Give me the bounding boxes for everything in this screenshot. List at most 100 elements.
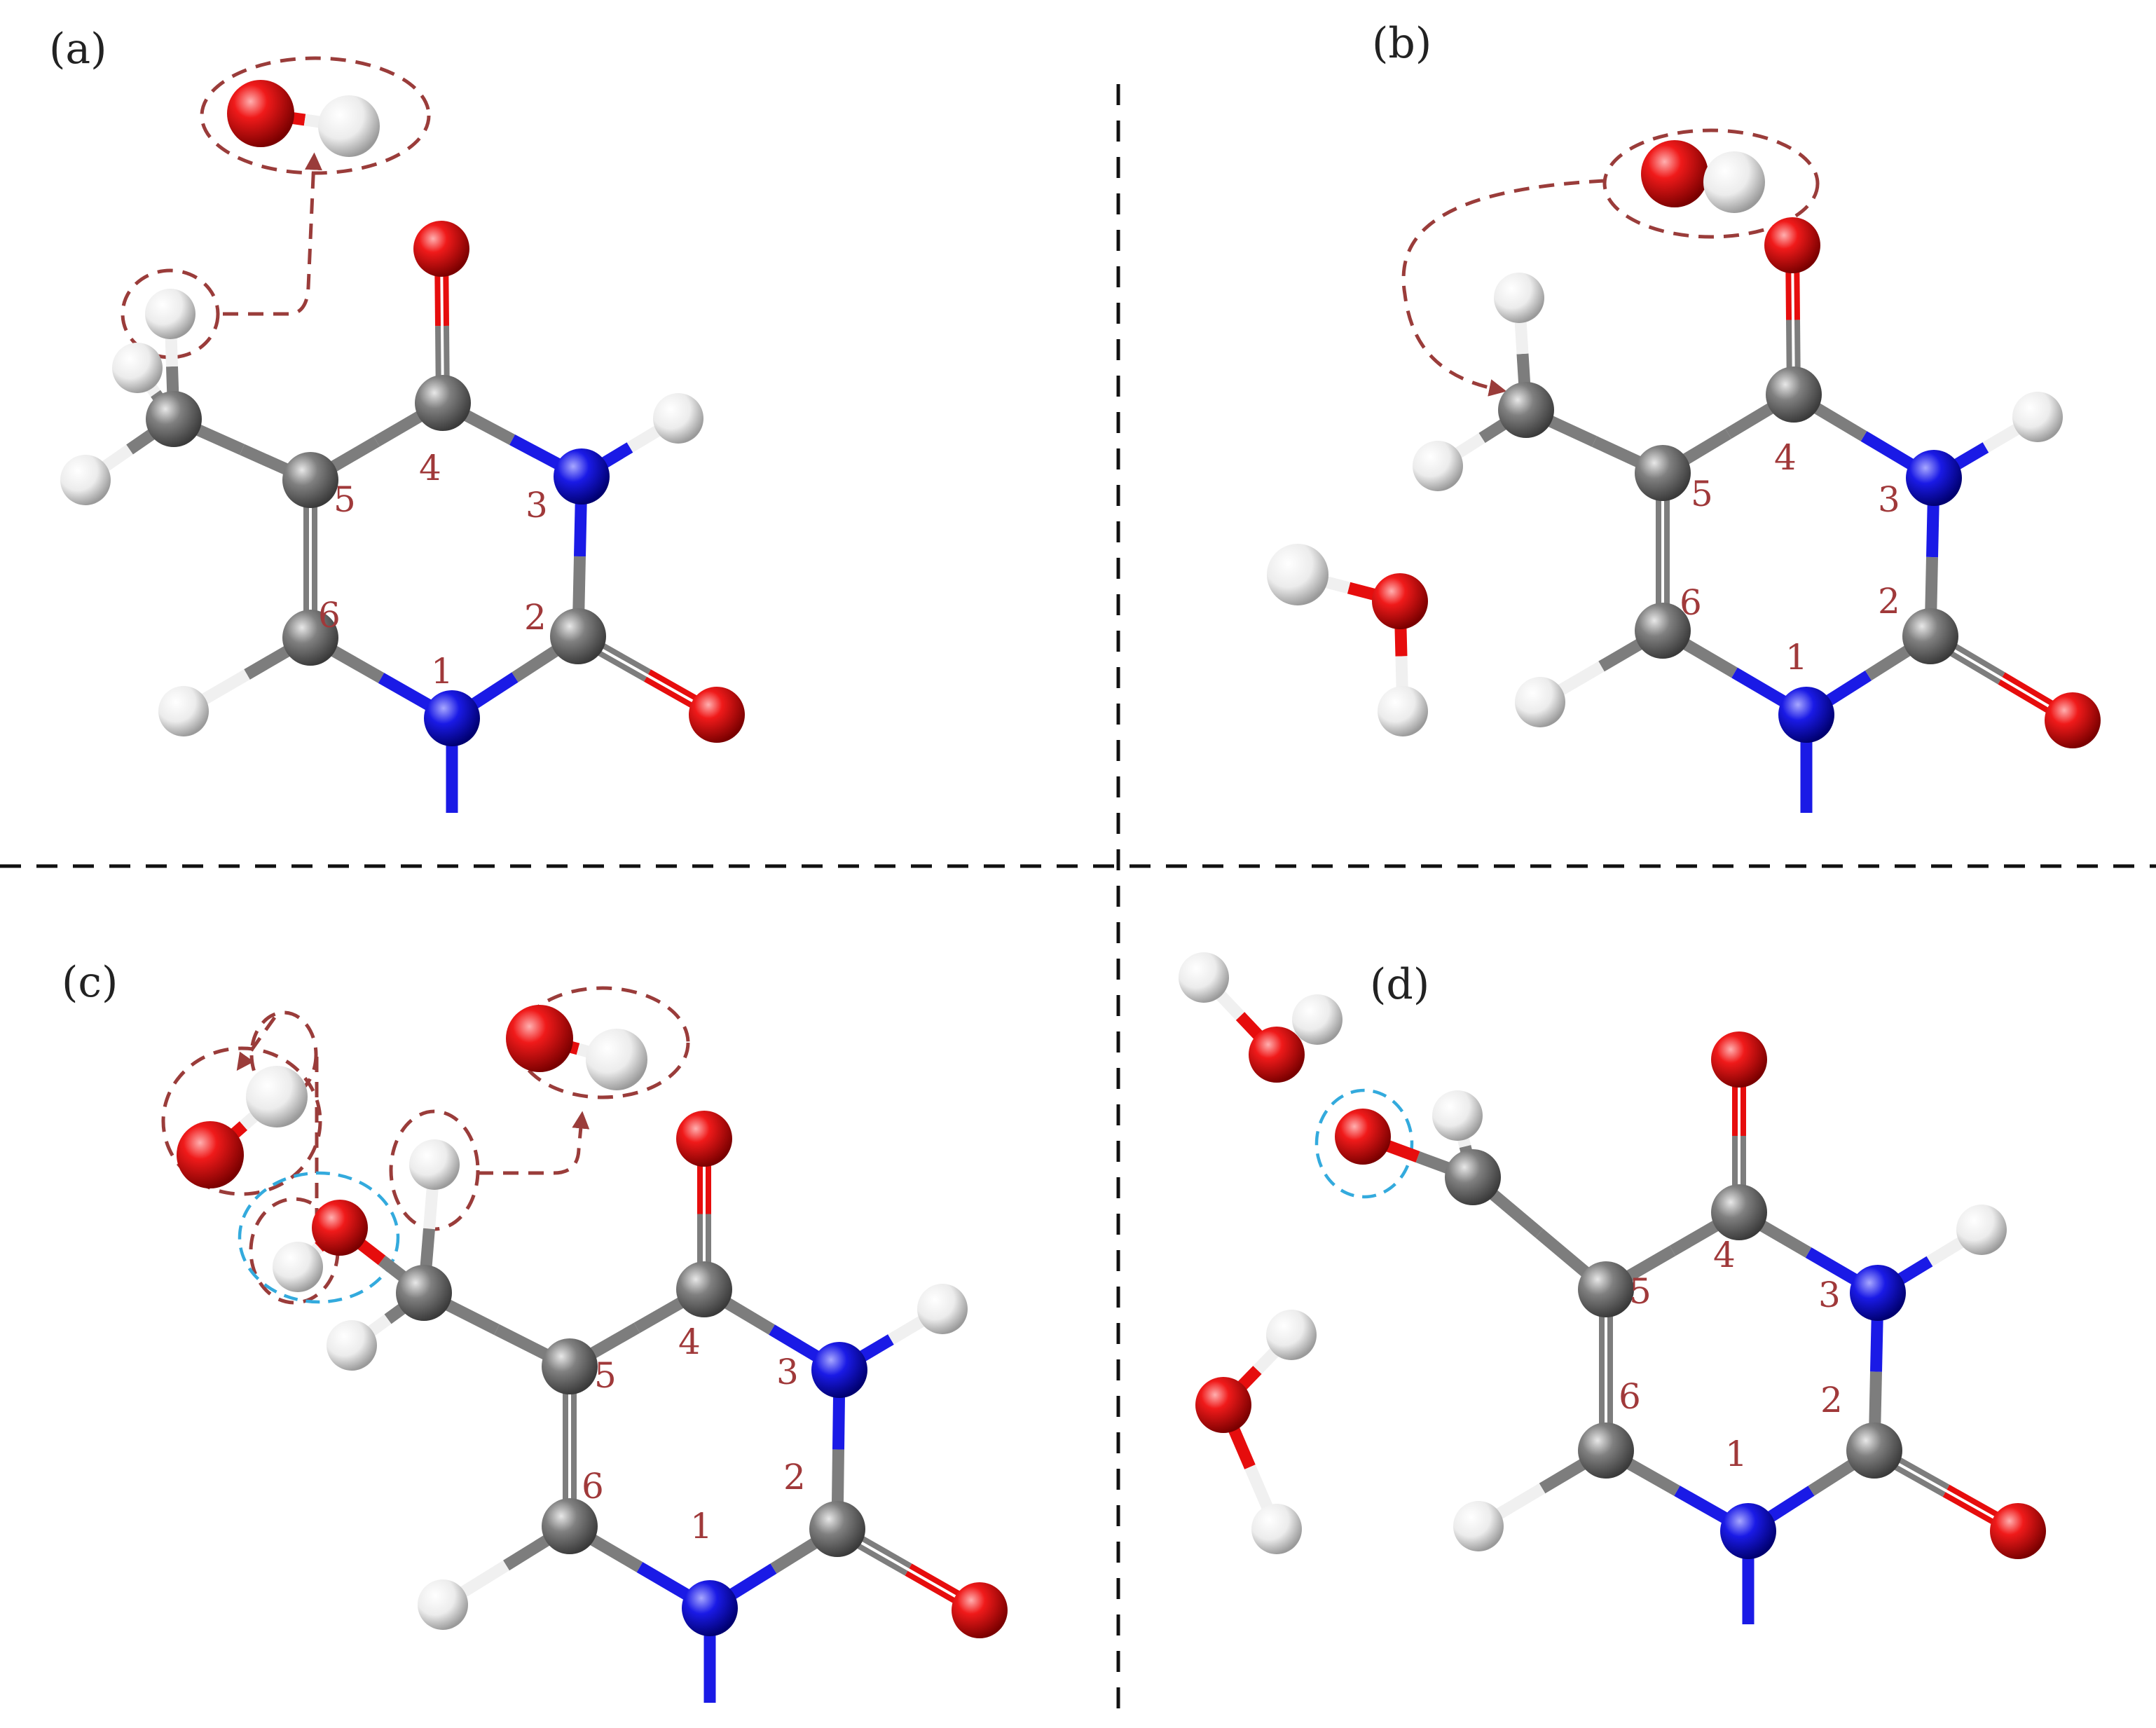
a-num-4: 4 bbox=[419, 448, 441, 488]
d-hydrogen-atom-HW1b bbox=[1292, 994, 1343, 1045]
a-hydrogen-atom-HR bbox=[318, 95, 380, 157]
d-hydrogen-atom-HW2a bbox=[1266, 1310, 1317, 1360]
d-hydrogen-atom-HW2b bbox=[1251, 1504, 1302, 1554]
c-oh-radical-ring bbox=[515, 986, 690, 1099]
a-abstraction-arrow bbox=[223, 152, 322, 316]
a-methyl-h-ring bbox=[121, 268, 220, 359]
c-oxygen-atom-OR bbox=[506, 1005, 573, 1072]
b-hydrogen-atom-H6 bbox=[1515, 677, 1565, 727]
c-num-6: 6 bbox=[582, 1466, 604, 1507]
d-oxygen-atom-O4 bbox=[1711, 1031, 1767, 1088]
a-num-2: 2 bbox=[524, 597, 547, 638]
d-num-5: 5 bbox=[1629, 1271, 1652, 1312]
b-oxygen-atom-O2 bbox=[2045, 692, 2101, 748]
d-carbon-atom-CM bbox=[1445, 1149, 1501, 1205]
c-hydrogen-atom-HOH bbox=[273, 1242, 323, 1292]
d-hydrogen-atom-H3 bbox=[1956, 1205, 2007, 1255]
a-oxygen-atom-O2 bbox=[689, 687, 745, 743]
a-num-5: 5 bbox=[334, 479, 356, 520]
b-num-1: 1 bbox=[1785, 637, 1808, 678]
b-carbon-atom-C2 bbox=[1902, 608, 1958, 664]
d-carbon-atom-C2 bbox=[1846, 1422, 1902, 1479]
a-carbon-atom-C4 bbox=[415, 375, 471, 431]
d-num-6: 6 bbox=[1619, 1376, 1641, 1417]
c-hydrogen-atom-HM1 bbox=[327, 1320, 377, 1371]
c-num-1: 1 bbox=[690, 1506, 713, 1547]
a-oxygen-atom-OR bbox=[227, 80, 294, 147]
b-carbon-atom-CM bbox=[1498, 382, 1554, 438]
d-hydrogen-atom-HM bbox=[1432, 1090, 1483, 1141]
a-hydrogen-atom-HM1 bbox=[60, 455, 111, 505]
d-num-1: 1 bbox=[1725, 1434, 1748, 1474]
a-carbon-atom-CM bbox=[146, 391, 202, 447]
c-carbon-atom-C2 bbox=[809, 1501, 865, 1557]
c-oxygen-atom-OW bbox=[177, 1121, 244, 1188]
b-hydrogen-atom-HW2 bbox=[1378, 686, 1428, 736]
b-nitrogen-atom-N1 bbox=[1778, 687, 1834, 743]
c-arrow-to-water bbox=[236, 1016, 277, 1071]
b-hydrogen-atom-HM2 bbox=[1494, 273, 1544, 323]
c-hydrogen-atom-H3 bbox=[917, 1284, 968, 1334]
c-oxygen-atom-OH bbox=[312, 1200, 368, 1256]
b-num-4: 4 bbox=[1774, 437, 1797, 478]
bonds-layer bbox=[82, 107, 2077, 1703]
b-num-3: 3 bbox=[1878, 479, 1900, 520]
c-hydrogen-atom-H6 bbox=[418, 1579, 468, 1630]
c-hydrogen-atom-HM2 bbox=[409, 1139, 460, 1190]
a-hydrogen-atom-HM3 bbox=[145, 289, 195, 339]
a-carbon-atom-C2 bbox=[550, 608, 606, 664]
c-num-3: 3 bbox=[776, 1352, 799, 1392]
a-nitrogen-atom-N3 bbox=[554, 448, 610, 505]
b-hydrogen-atom-H3 bbox=[2012, 392, 2063, 442]
d-num-2: 2 bbox=[1820, 1380, 1843, 1420]
c-carbon-atom-C4 bbox=[676, 1261, 732, 1317]
d-carbon-atom-C5 bbox=[1578, 1261, 1634, 1317]
d-hydrogen-atom-HW1a bbox=[1179, 952, 1229, 1003]
d-nitrogen-atom-N1 bbox=[1720, 1503, 1776, 1559]
d-oxygen-atom-O2 bbox=[1990, 1503, 2046, 1559]
c-hydroxyl-highlight bbox=[238, 1171, 400, 1304]
ring-numbers-b: 1 2 3 4 5 6 bbox=[1680, 437, 1900, 678]
c-nitrogen-atom-N3 bbox=[811, 1342, 867, 1398]
annotation-layer bbox=[121, 56, 1820, 1305]
c-arrow-to-oh bbox=[478, 1111, 590, 1175]
b-carbon-atom-C4 bbox=[1766, 366, 1822, 423]
b-hydrogen-atom-HM1 bbox=[1413, 441, 1463, 491]
highlight-layer bbox=[238, 1088, 1414, 1304]
c-water-ring bbox=[161, 1046, 322, 1196]
ring-numbers-c: 1 2 3 4 5 6 bbox=[582, 1322, 806, 1547]
panel-label-b: (b) bbox=[1372, 19, 1431, 68]
c-oxygen-atom-O2 bbox=[952, 1582, 1008, 1638]
a-carbon-atom-C5 bbox=[282, 452, 338, 508]
b-oxygen-atom-O4 bbox=[1764, 217, 1820, 273]
c-carbon-atom-C6 bbox=[542, 1498, 598, 1554]
panel-label-a: (a) bbox=[49, 25, 107, 74]
c-hydrogen-atom-HW bbox=[246, 1066, 308, 1127]
ring-numbers-d: 1 2 3 4 5 6 bbox=[1619, 1235, 1843, 1474]
c-num-5: 5 bbox=[594, 1355, 617, 1396]
d-oxygen-atom-OW1 bbox=[1249, 1027, 1305, 1083]
a-num-3: 3 bbox=[526, 485, 548, 526]
c-hydrogen-atom-HR bbox=[586, 1029, 647, 1090]
b-oxygen-atom-OW bbox=[1372, 573, 1428, 629]
b-num-2: 2 bbox=[1878, 581, 1900, 622]
d-num-3: 3 bbox=[1818, 1275, 1841, 1315]
panel-labels: (a) (b) (c) (d) bbox=[49, 19, 1431, 1009]
a-oxygen-atom-O4 bbox=[413, 221, 469, 277]
quadrant-dividers bbox=[0, 84, 2156, 1724]
b-num-6: 6 bbox=[1680, 582, 1702, 623]
b-num-5: 5 bbox=[1691, 474, 1713, 514]
b-hydrogen-atom-HR bbox=[1703, 151, 1765, 213]
ring-numbers-a: 1 2 3 4 5 6 bbox=[318, 448, 548, 692]
a-hydrogen-atom-H6 bbox=[158, 686, 209, 736]
atoms-layer bbox=[60, 80, 2101, 1638]
c-carbon-atom-C5 bbox=[542, 1338, 598, 1394]
a-num-1: 1 bbox=[431, 651, 453, 692]
b-carbon-atom-C5 bbox=[1635, 445, 1691, 501]
b-hydrogen-atom-HW1 bbox=[1267, 544, 1328, 605]
d-carbon-atom-C4 bbox=[1711, 1184, 1767, 1240]
a-hydrogen-atom-H3 bbox=[653, 393, 703, 444]
c-num-2: 2 bbox=[783, 1457, 806, 1497]
d-carbon-atom-C6 bbox=[1578, 1422, 1634, 1479]
